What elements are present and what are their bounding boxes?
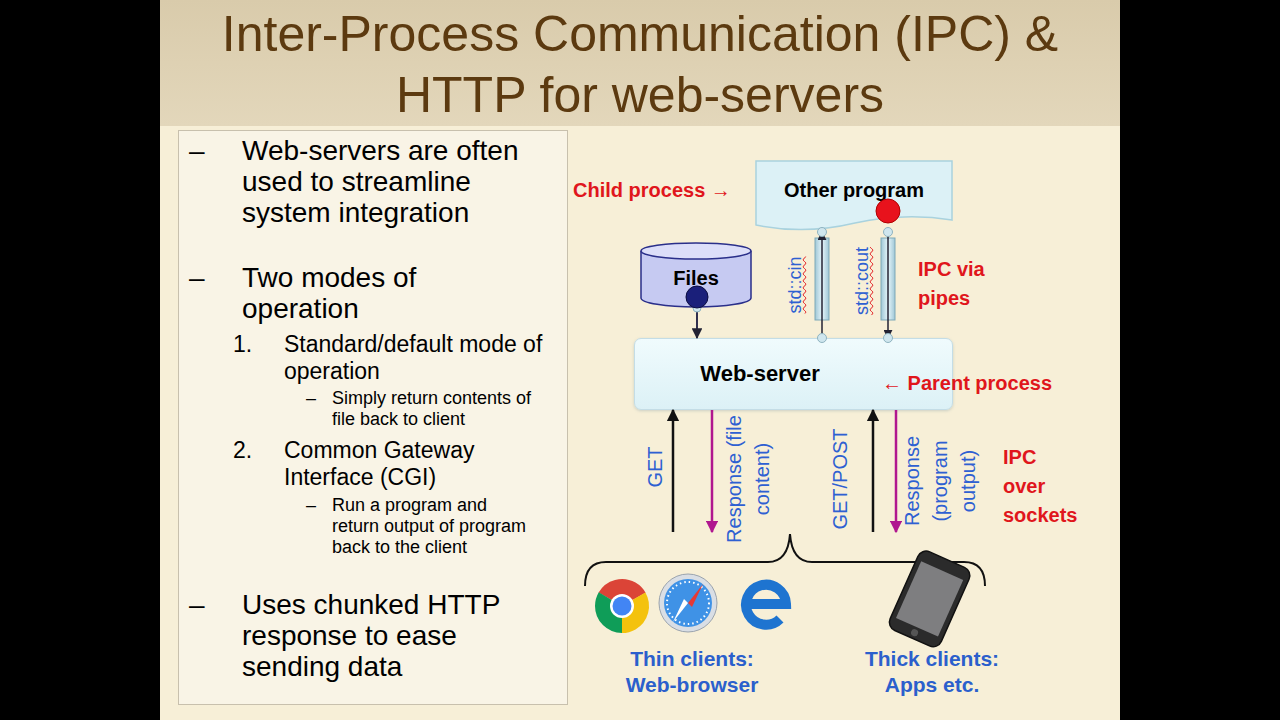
- edge-label: GET: [641, 427, 669, 507]
- port-dot: [884, 334, 893, 343]
- pipe-tube: [815, 238, 829, 320]
- client-brace: [585, 534, 985, 586]
- phone-button: [910, 628, 919, 637]
- sub-dash: –: [306, 495, 326, 516]
- pipe-arrow: [821, 232, 823, 338]
- pipe-arrow: [887, 232, 889, 338]
- response-arrow: [895, 410, 898, 532]
- safari-face: [664, 579, 712, 627]
- chrome-center: [613, 597, 632, 616]
- request-arrow: [872, 410, 875, 532]
- bullet-text: Two modes of operation: [242, 262, 492, 324]
- sub-dash: –: [306, 388, 326, 409]
- chrome-icon: [597, 581, 646, 630]
- chrome-red: [597, 581, 646, 630]
- chrome-green: [604, 588, 640, 624]
- node-label: Web-server: [635, 361, 885, 387]
- pipe-tube: [881, 238, 895, 320]
- port-dot: [818, 334, 827, 343]
- edge-e: [746, 585, 786, 625]
- client-group: Thick clients: Apps etc.: [800, 532, 1064, 702]
- client-label: Thick clients: Apps etc.: [847, 646, 1017, 698]
- callout-label: Child process →: [573, 176, 773, 205]
- edge-label: Response (file content): [720, 413, 776, 545]
- port-dot: [884, 228, 893, 237]
- request-arrow: [672, 410, 675, 532]
- bullet-panel: –Web-servers are often used to streamlin…: [178, 130, 568, 705]
- edge-label: GET/POST: [826, 424, 854, 534]
- client-group: Thin clients: Web-browser: [590, 532, 795, 702]
- safari-needle-red: [688, 584, 703, 607]
- bullet-dash: –: [189, 135, 219, 166]
- port-dot: [818, 228, 827, 237]
- callout-label: IPC via pipes: [918, 255, 1028, 313]
- callout-label: ← Parent process: [882, 369, 1082, 398]
- sub-text: Simply return contents of file back to c…: [332, 388, 554, 430]
- note-outline: [756, 161, 952, 230]
- edge-group: [673, 232, 896, 532]
- file-arrow: [696, 308, 698, 338]
- list-number: 2.: [233, 437, 273, 464]
- edge-label: std::cout: [851, 231, 873, 331]
- node-label: Other program: [755, 178, 953, 202]
- safari-needle-white: [673, 599, 688, 622]
- bullet-dash: –: [189, 262, 219, 293]
- sub-text: Run a program and return output of progr…: [332, 495, 530, 558]
- port-dot: [693, 304, 701, 312]
- cylinder-top: [641, 243, 751, 259]
- edge-label: std::cin: [784, 240, 806, 330]
- list-text: Common Gateway Interface (CGI): [284, 437, 524, 491]
- callout-label: IPC over sockets: [1003, 443, 1081, 530]
- phone-body: [887, 548, 973, 649]
- phone-icon: [887, 548, 973, 649]
- list-text: Standard/default mode of operation: [284, 331, 546, 385]
- phone-screen: [896, 561, 963, 636]
- files-cylinder: Files: [640, 242, 752, 308]
- safari-rim: [659, 574, 717, 632]
- bullet-dash: –: [189, 589, 219, 620]
- blue-dot: [686, 286, 708, 308]
- red-dot: [876, 199, 900, 223]
- slide-title: Inter-Process Communication (IPC) & HTTP…: [160, 4, 1120, 126]
- safari-icon: [659, 574, 717, 632]
- bullet-text: Uses chunked HTTP response to ease sendi…: [242, 589, 542, 682]
- bullet-text: Web-servers are often used to streamline…: [242, 135, 552, 228]
- chrome-yellow: [597, 581, 646, 630]
- node-label: Files: [640, 266, 752, 290]
- list-number: 1.: [233, 331, 273, 358]
- chrome-ring: [610, 594, 634, 618]
- response-arrow: [711, 410, 714, 532]
- client-label: Thin clients: Web-browser: [607, 646, 777, 698]
- safari-ticks: [667, 582, 709, 624]
- edge-label: Response (program output): [898, 431, 982, 531]
- edge-icon: [746, 585, 786, 625]
- program-box: Other program: [755, 160, 953, 232]
